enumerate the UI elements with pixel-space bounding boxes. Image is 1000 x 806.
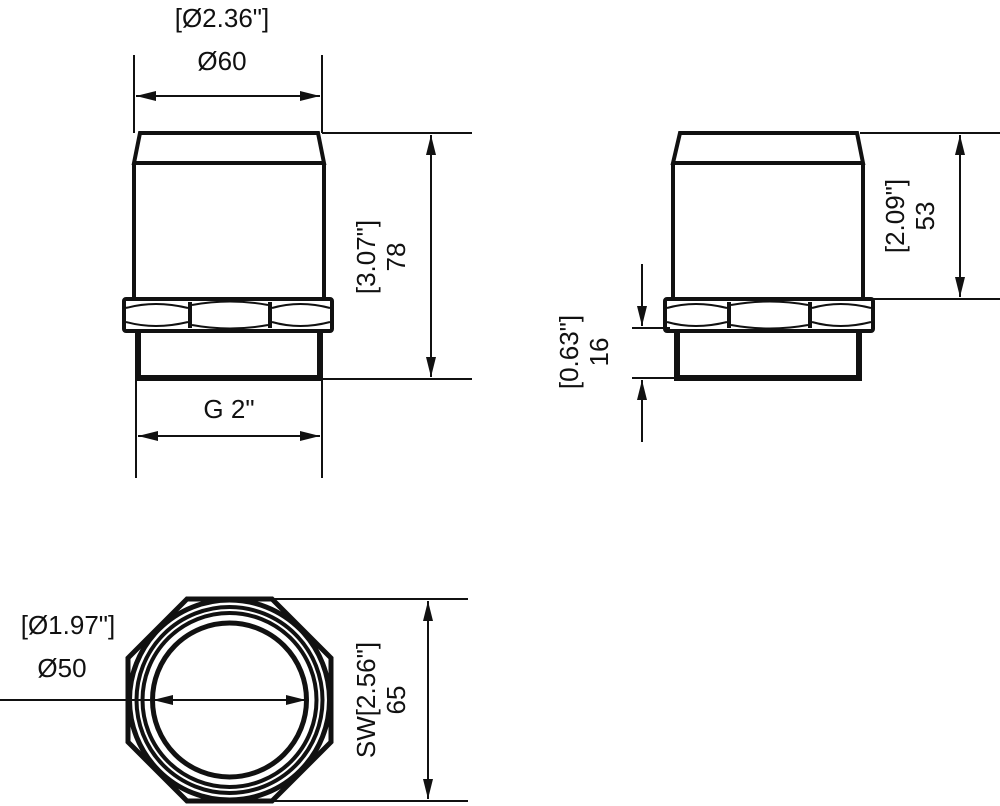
front-thread-label: G 2" — [203, 394, 254, 424]
bottom-view: [Ø1.97"] Ø50 SW[2.56"] 65 — [0, 596, 468, 804]
side-thread-length-mm-label: 16 — [584, 338, 614, 367]
side-view: [2.09"] 53 [0.63"] 16 — [554, 131, 1000, 442]
front-height-mm-label: 78 — [381, 243, 411, 272]
side-thread-length-inch-label: [0.63"] — [554, 315, 584, 389]
front-diameter-mm-label: Ø60 — [197, 46, 246, 76]
side-height-inch-label: [2.09"] — [880, 179, 910, 253]
bottom-bore-mm-label: Ø50 — [37, 653, 86, 683]
front-height-inch-label: [3.07"] — [351, 220, 381, 294]
front-diameter-inch-label: [Ø2.36"] — [175, 3, 270, 33]
bottom-wrench-mm-label: 65 — [381, 686, 411, 715]
bottom-wrench-inch-label: SW[2.56"] — [351, 642, 381, 758]
front-view: [Ø2.36"] Ø60 [3.07"] 78 G 2" — [122, 3, 472, 478]
side-height-mm-label: 53 — [910, 202, 940, 231]
bottom-bore-inch-label: [Ø1.97"] — [21, 610, 116, 640]
